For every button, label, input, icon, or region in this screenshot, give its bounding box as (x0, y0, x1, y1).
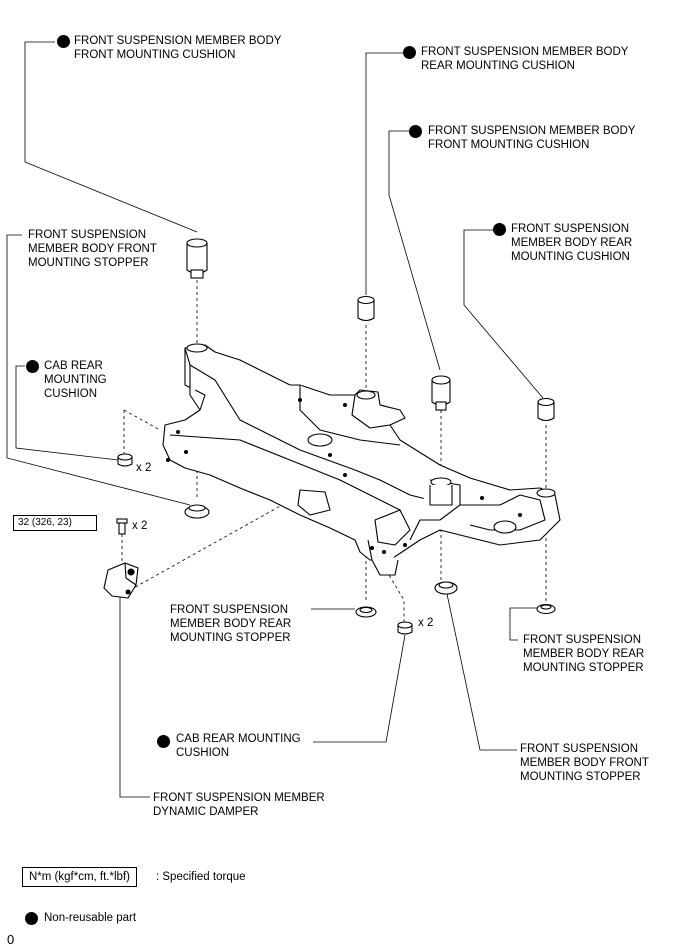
torque-spec-box: 32 (326, 23) (13, 515, 97, 531)
label-front-stopper-right: FRONT SUSPENSION MEMBER BODY FRONT MOUNT… (520, 743, 649, 783)
non-reusable-dot (26, 360, 39, 373)
qty-cab-cushion-bottom: x 2 (418, 617, 434, 629)
label-front-cushion-top-left: FRONT SUSPENSION MEMBER BODY FRONT MOUNT… (74, 35, 282, 61)
rear-cushion-right-part (537, 397, 555, 422)
label-rear-stopper-center: FRONT SUSPENSION MEMBER BODY REAR MOUNTI… (170, 604, 292, 644)
non-reusable-dot (57, 35, 70, 48)
leader-rear-cushion-top (365, 52, 403, 295)
legend-torque-desc: : Specified torque (156, 871, 246, 883)
cab-cushion-left-part (117, 453, 133, 467)
label-rear-cushion-right: FRONT SUSPENSION MEMBER BODY REAR MOUNTI… (511, 223, 633, 263)
footer-mark: 0 (7, 932, 15, 947)
label-dynamic-damper: FRONT SUSPENSION MEMBER DYNAMIC DAMPER (153, 792, 325, 818)
stopper-right-part (434, 581, 458, 595)
non-reusable-dot (409, 125, 422, 138)
qty-bolt: x 2 (132, 520, 148, 532)
label-rear-stopper-right: FRONT SUSPENSION MEMBER BODY REAR MOUNTI… (523, 634, 645, 674)
rear-cushion-top-part (357, 295, 375, 322)
leader-front-stopper-right (446, 593, 517, 751)
legend-non-reusable: Non-reusable part (44, 912, 137, 924)
leader-dynamic-damper (119, 595, 150, 798)
leader-front-stopper-left (6, 234, 191, 506)
suspension-member-body (162, 343, 561, 576)
bolt-part (116, 518, 128, 535)
stopper-rear-right-part (536, 603, 556, 615)
leader-front-cushion-mid (388, 130, 441, 371)
leader-cab-rear-bottom (313, 634, 406, 743)
leader-cab-rear-left (15, 365, 119, 461)
stopper-left-part (184, 504, 210, 519)
front-cushion-left-part (186, 238, 208, 279)
legend-dot-icon (25, 912, 38, 925)
leader-front-cushion-top-left (24, 41, 198, 233)
non-reusable-dot (157, 735, 170, 748)
qty-cab-cushion: x 2 (136, 462, 152, 474)
label-front-stopper-left: FRONT SUSPENSION MEMBER BODY FRONT MOUNT… (28, 229, 157, 269)
front-cushion-mid-part (431, 375, 451, 411)
non-reusable-dot (493, 223, 506, 236)
non-reusable-dot (403, 46, 416, 59)
dynamic-damper-part (103, 562, 139, 599)
label-cab-rear-cushion-left: CAB REAR MOUNTING CUSHION (44, 360, 107, 400)
legend-torque-unit: N*m (kgf*cm, ft.*lbf) (22, 867, 137, 887)
leader-rear-stopper-right (509, 607, 545, 641)
label-front-cushion-mid: FRONT SUSPENSION MEMBER BODY FRONT MOUNT… (428, 125, 636, 151)
cab-cushion-bottom-part (397, 621, 413, 635)
leader-rear-cushion-right (463, 229, 544, 399)
label-rear-cushion-top: FRONT SUSPENSION MEMBER BODY REAR MOUNTI… (421, 46, 629, 72)
stopper-center-part (355, 606, 377, 618)
label-cab-rear-cushion-bottom: CAB REAR MOUNTING CUSHION (176, 733, 301, 759)
